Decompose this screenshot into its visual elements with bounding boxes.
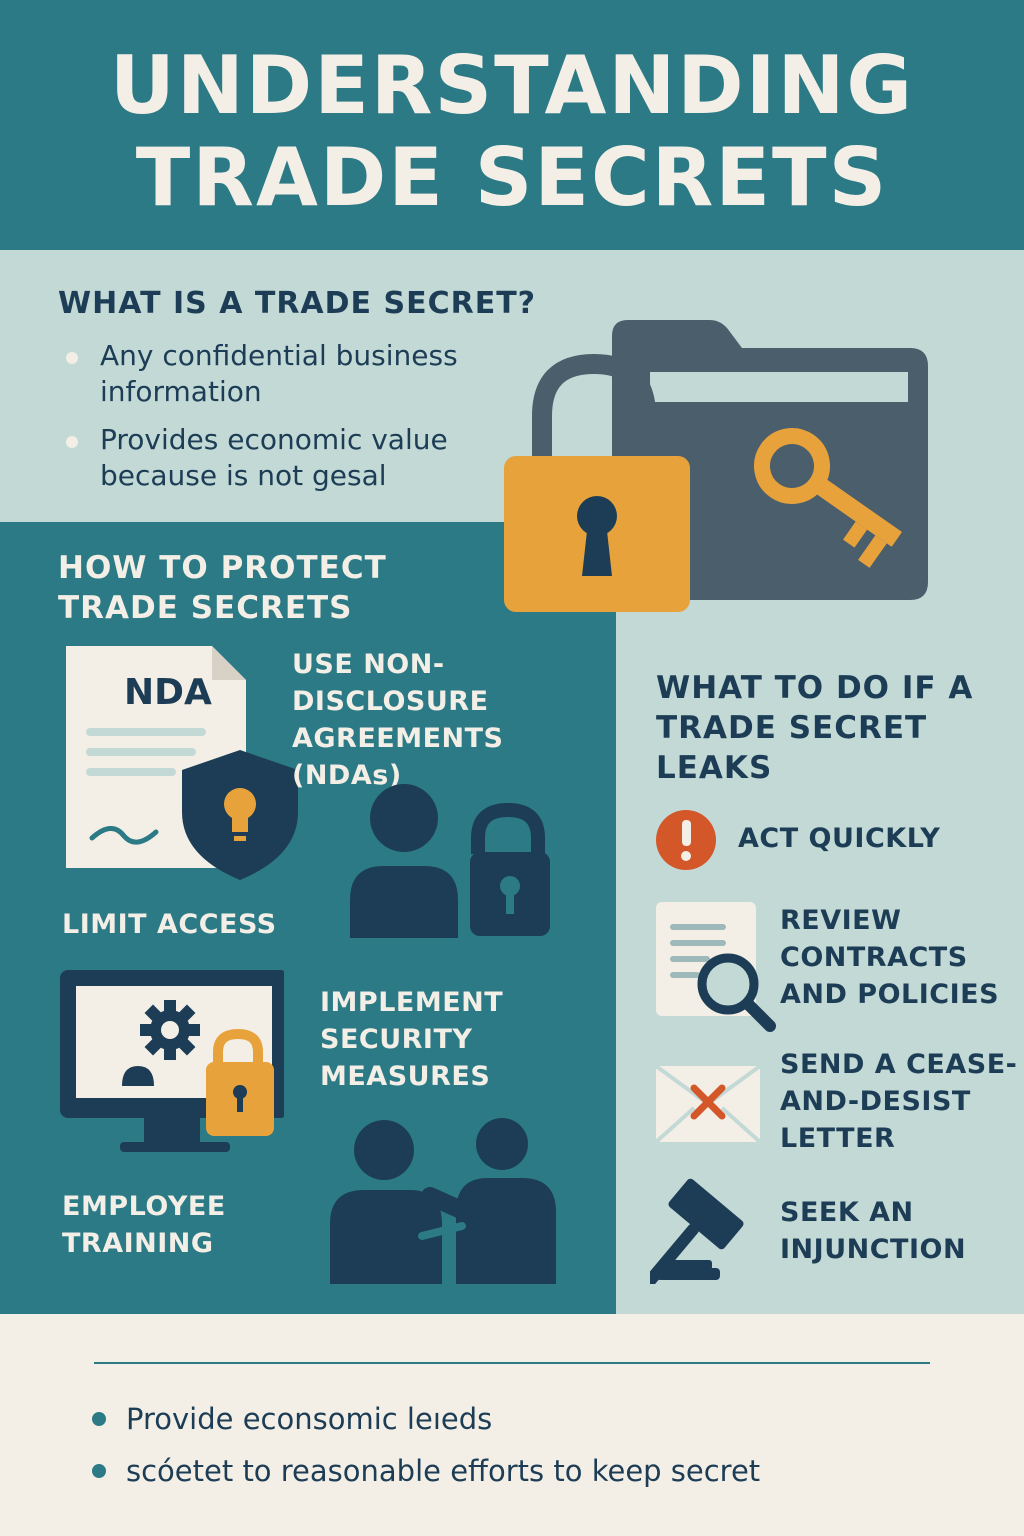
leak-step-act-quickly: ACT QUICKLY [738, 823, 941, 854]
envelope-x-icon [654, 1064, 762, 1144]
protect-item-nda: USE NON-DISCLOSURE AGREEMENTS (NDAs) [292, 649, 504, 791]
protect-item-limit-access: LIMIT ACCESS [62, 909, 277, 940]
lock-icon [504, 353, 690, 612]
document-magnifier-icon [656, 902, 776, 1032]
protect-item-training: EMPLOYEE TRAINING [62, 1191, 226, 1259]
bullet-dot [66, 436, 78, 448]
leak-heading: WHAT TO DO IF A TRADE SECRET LEAKS [656, 670, 974, 786]
footer-bullet-dot [92, 1412, 106, 1426]
footer-bullet: scóetet to reasonable efforts to keep se… [92, 1454, 760, 1488]
leak-step-cease-desist: SEND A CEASE-AND-DESIST LETTER [780, 1049, 1018, 1154]
header-banner [0, 0, 1024, 250]
what-is-heading: WHAT IS A TRADE SECRET? [58, 286, 537, 321]
definition-bullet-text: Any confidential business information [100, 339, 458, 408]
bullet-dot [66, 352, 78, 364]
leak-step-review: REVIEW CONTRACTS AND POLICIES [780, 905, 1000, 1010]
footer-bullet: Provide econsomic leıeds [92, 1402, 492, 1436]
definition-bullet: Provides economic value because is not g… [66, 422, 496, 494]
monitor-gear-lock-icon [60, 970, 284, 1152]
protect-heading: HOW TO PROTECT TRADE SECRETS [58, 550, 387, 626]
folder-lock-key-illustration [504, 320, 928, 612]
gavel-icon [650, 1178, 744, 1284]
footer-section [0, 1314, 1024, 1536]
alert-icon [656, 810, 716, 870]
footer-divider [94, 1362, 930, 1364]
nda-document-icon [66, 646, 298, 880]
protect-item-security: IMPLEMENT SECURITY MEASURES [320, 987, 504, 1092]
nda-document-label: NDA [124, 672, 212, 713]
person-lock-icon [350, 784, 550, 938]
page-title: UNDERSTANDING TRADE SECRETS [109, 39, 915, 224]
footer-bullet-text: Provide econsomic leıeds [126, 1402, 493, 1436]
shield-lightbulb-icon [182, 750, 298, 880]
definition-bullet-text: Provides economic value because is not g… [100, 423, 448, 492]
leak-step-injunction: SEEK AN INJUNCTION [780, 1197, 967, 1265]
key-icon [754, 428, 903, 568]
definition-bullet: Any confidential business information [66, 338, 496, 410]
people-training-icon [330, 1118, 556, 1284]
footer-bullet-dot [92, 1464, 106, 1478]
footer-bullet-text: scóetet to reasonable efforts to keep se… [126, 1454, 761, 1488]
